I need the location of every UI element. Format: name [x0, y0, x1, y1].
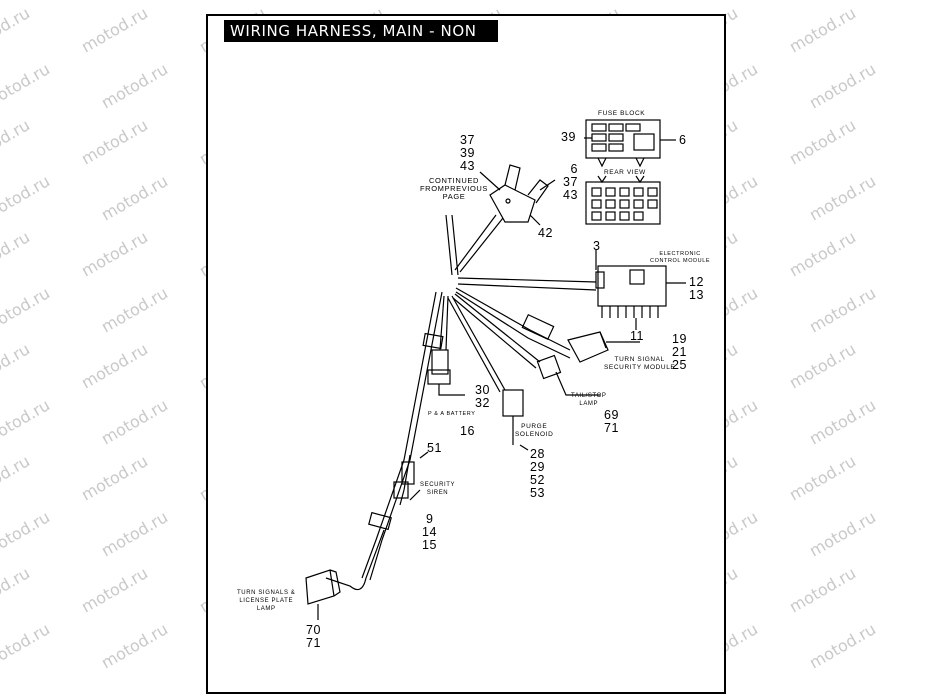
main-harness — [369, 291, 443, 581]
callout-11: 11 — [630, 329, 644, 343]
callout-69-71: 69 71 — [604, 408, 619, 435]
callout-3: 3 — [593, 239, 601, 253]
turn-signal-security-module — [567, 331, 640, 363]
callout-70-71: 70 71 — [306, 623, 321, 650]
branch-wire — [445, 295, 449, 351]
callout-28-29-52-53: 28 29 52 53 — [530, 447, 545, 500]
battery-connector — [431, 349, 449, 375]
purge-connector — [502, 389, 524, 417]
branch-wire — [439, 295, 445, 351]
callout-9-14-15: 9 14 15 — [422, 512, 437, 552]
branch-wire — [452, 297, 537, 369]
purge-caption: PURGE SOLENOID — [515, 423, 554, 438]
rear-view-caption: REAR VIEW — [604, 169, 646, 176]
tailstop-connector — [536, 354, 562, 380]
branch-wire — [457, 283, 597, 291]
callout-19-21-25: 19 21 25 — [672, 332, 687, 372]
connector-42 — [489, 164, 549, 223]
callout-42: 42 — [538, 226, 553, 240]
branch-wire — [454, 214, 497, 271]
callout-6-37-43: 6 37 43 — [563, 162, 578, 202]
p-a-battery-caption: P & A BATTERY — [428, 411, 476, 417]
branch-wire — [451, 295, 506, 391]
branch-wire — [455, 291, 571, 359]
branch-wire — [459, 217, 504, 273]
continued-caption: CONTINUED FROMPREVIOUS PAGE — [420, 176, 489, 201]
ecm-module — [595, 250, 686, 330]
fuse-block — [584, 119, 676, 168]
main-harness — [325, 529, 385, 591]
fuse-block-caption: FUSE BLOCK — [598, 110, 646, 117]
page-title: WIRING HARNESS, MAIN - NON ABS — [224, 20, 498, 62]
turn-signal-security-caption: TURN SIGNAL SECURITY MODULE — [604, 356, 676, 371]
turn-signals-license-caption: TURN SIGNALS & LICENSE PLATE LAMP — [237, 590, 296, 612]
branch-wire — [454, 293, 541, 363]
callout-16: 16 — [460, 424, 475, 438]
security-siren-caption: SECURITY SIREN — [420, 482, 456, 496]
turn-signals-license-connector — [305, 569, 341, 620]
main-harness — [361, 291, 437, 579]
callout-6: 6 — [679, 133, 687, 147]
callout-12-13: 12 13 — [689, 275, 704, 302]
branch-wire — [457, 277, 597, 283]
diagram-frame — [206, 14, 726, 694]
callout-39: 39 — [561, 130, 576, 144]
callout-51: 51 — [427, 441, 442, 455]
tailstop-caption: TAIL/STOP LAMP — [571, 393, 607, 407]
callout-37-39-43-top: 37 39 43 — [460, 133, 475, 173]
fuse-block-rear-view — [585, 175, 661, 225]
ecm-caption: ELECTRONIC CONTROL MODULE — [650, 251, 711, 264]
trunk-wire — [445, 214, 453, 276]
branch-wire — [455, 287, 571, 351]
callout-30-32: 30 32 — [475, 383, 490, 410]
trunk-wire — [451, 214, 459, 276]
branch-wire — [447, 297, 501, 393]
